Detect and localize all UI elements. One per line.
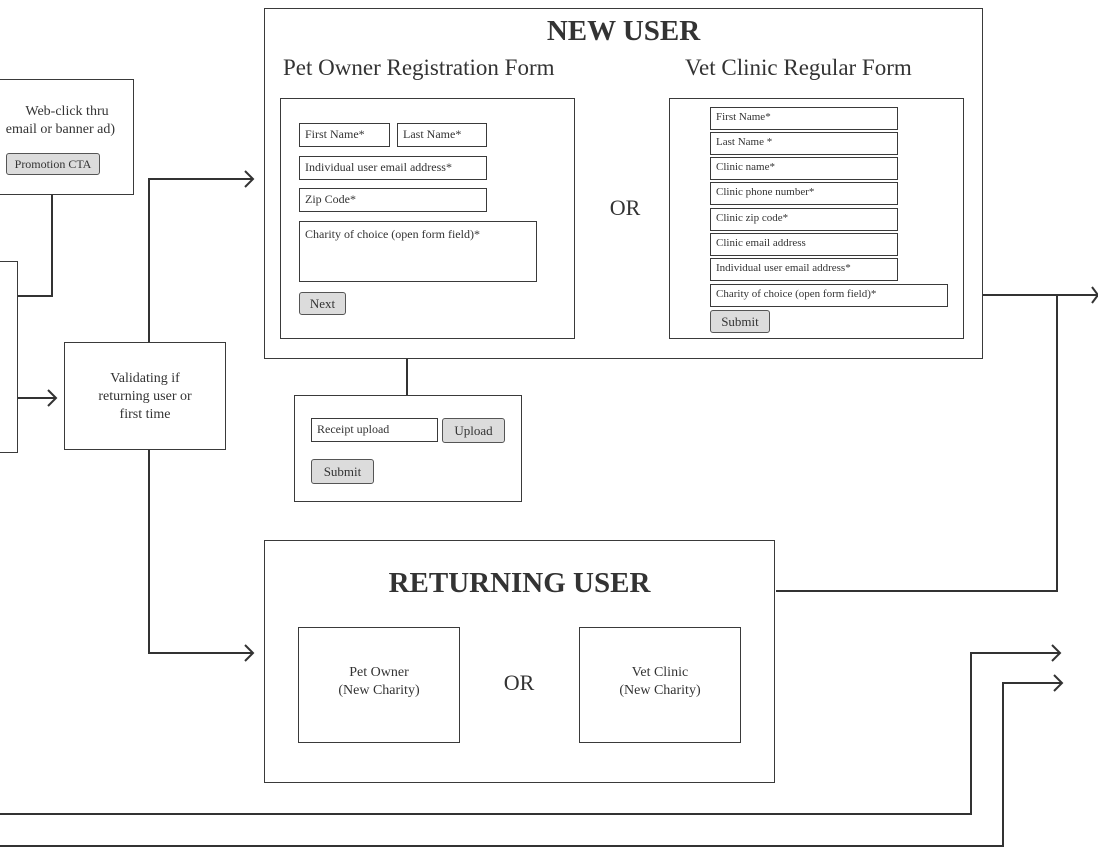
connector-bottom-2	[0, 682, 1062, 847]
connector-to-returning-user	[148, 450, 253, 654]
validating-box: Validating if returning user or first ti…	[64, 342, 226, 450]
vet-individual-email-field[interactable]: Individual user email address*	[710, 258, 898, 281]
arrow-head-bottom-1	[1051, 644, 1062, 662]
vet-clinic-new-charity-box[interactable]: Vet Clinic (New Charity)	[579, 627, 741, 743]
clinic-zip-field[interactable]: Clinic zip code*	[710, 208, 898, 231]
receipt-submit-button[interactable]: Submit	[311, 459, 374, 484]
vet-first-name-field[interactable]: First Name*	[710, 107, 898, 130]
next-button[interactable]: Next	[299, 292, 346, 315]
first-name-field[interactable]: First Name*	[299, 123, 390, 147]
zip-code-field[interactable]: Zip Code*	[299, 188, 487, 212]
vet-clinic-new-charity-line1: Vet Clinic	[631, 665, 689, 680]
connector-to-new-user	[148, 178, 253, 342]
vet-last-name-field[interactable]: Last Name *	[710, 132, 898, 155]
web-click-line1: Web-click thru	[25, 104, 109, 119]
upload-button[interactable]: Upload	[442, 418, 505, 443]
arrow-head-bottom-2	[1053, 674, 1064, 692]
receipt-upload-box	[294, 395, 522, 502]
web-click-line2: email or banner ad)	[5, 122, 115, 137]
arrow-head-returning-user	[244, 644, 255, 662]
clinic-phone-field[interactable]: Clinic phone number*	[710, 182, 898, 205]
promotion-cta-button[interactable]: Promotion CTA	[6, 153, 100, 175]
web-click-box: Web-click thru email or banner ad)	[0, 79, 134, 195]
email-field[interactable]: Individual user email address*	[299, 156, 487, 180]
validating-line1: Validating if	[110, 371, 180, 386]
receipt-upload-field[interactable]: Receipt upload	[311, 418, 438, 442]
clinic-email-field[interactable]: Clinic email address	[710, 233, 898, 256]
new-user-title: NEW USER	[546, 15, 701, 47]
connector-cta	[6, 175, 53, 297]
returning-user-title: RETURNING USER	[388, 567, 651, 599]
last-name-field[interactable]: Last Name*	[397, 123, 487, 147]
returning-user-or-label: OR	[503, 670, 535, 695]
pet-owner-new-charity-line1: Pet Owner	[349, 665, 409, 680]
clinic-name-field[interactable]: Clinic name*	[710, 157, 898, 180]
arrow-head-new-user-out	[1091, 286, 1098, 296]
vet-charity-field[interactable]: Charity of choice (open form field)*	[710, 284, 948, 307]
vet-clinic-form-heading: Vet Clinic Regular Form	[685, 55, 912, 80]
pet-owner-new-charity-line2: (New Charity)	[338, 683, 420, 698]
vet-submit-button[interactable]: Submit	[710, 310, 770, 333]
pet-owner-new-charity-box[interactable]: Pet Owner (New Charity)	[298, 627, 460, 743]
vet-clinic-new-charity-line2: (New Charity)	[619, 683, 701, 698]
validating-line3: first time	[119, 407, 171, 422]
arrow-head-new-user	[244, 170, 255, 188]
new-user-or-label: OR	[609, 195, 641, 220]
entry-box-partial	[0, 261, 18, 453]
pet-owner-form-heading: Pet Owner Registration Form	[283, 55, 555, 80]
validating-line2: returning user or	[98, 389, 192, 404]
connector-bottom-1	[0, 652, 1060, 815]
arrow-head-validating	[47, 389, 58, 407]
charity-field[interactable]: Charity of choice (open form field)*	[299, 221, 537, 282]
connector-returning-user-out	[776, 296, 1058, 592]
